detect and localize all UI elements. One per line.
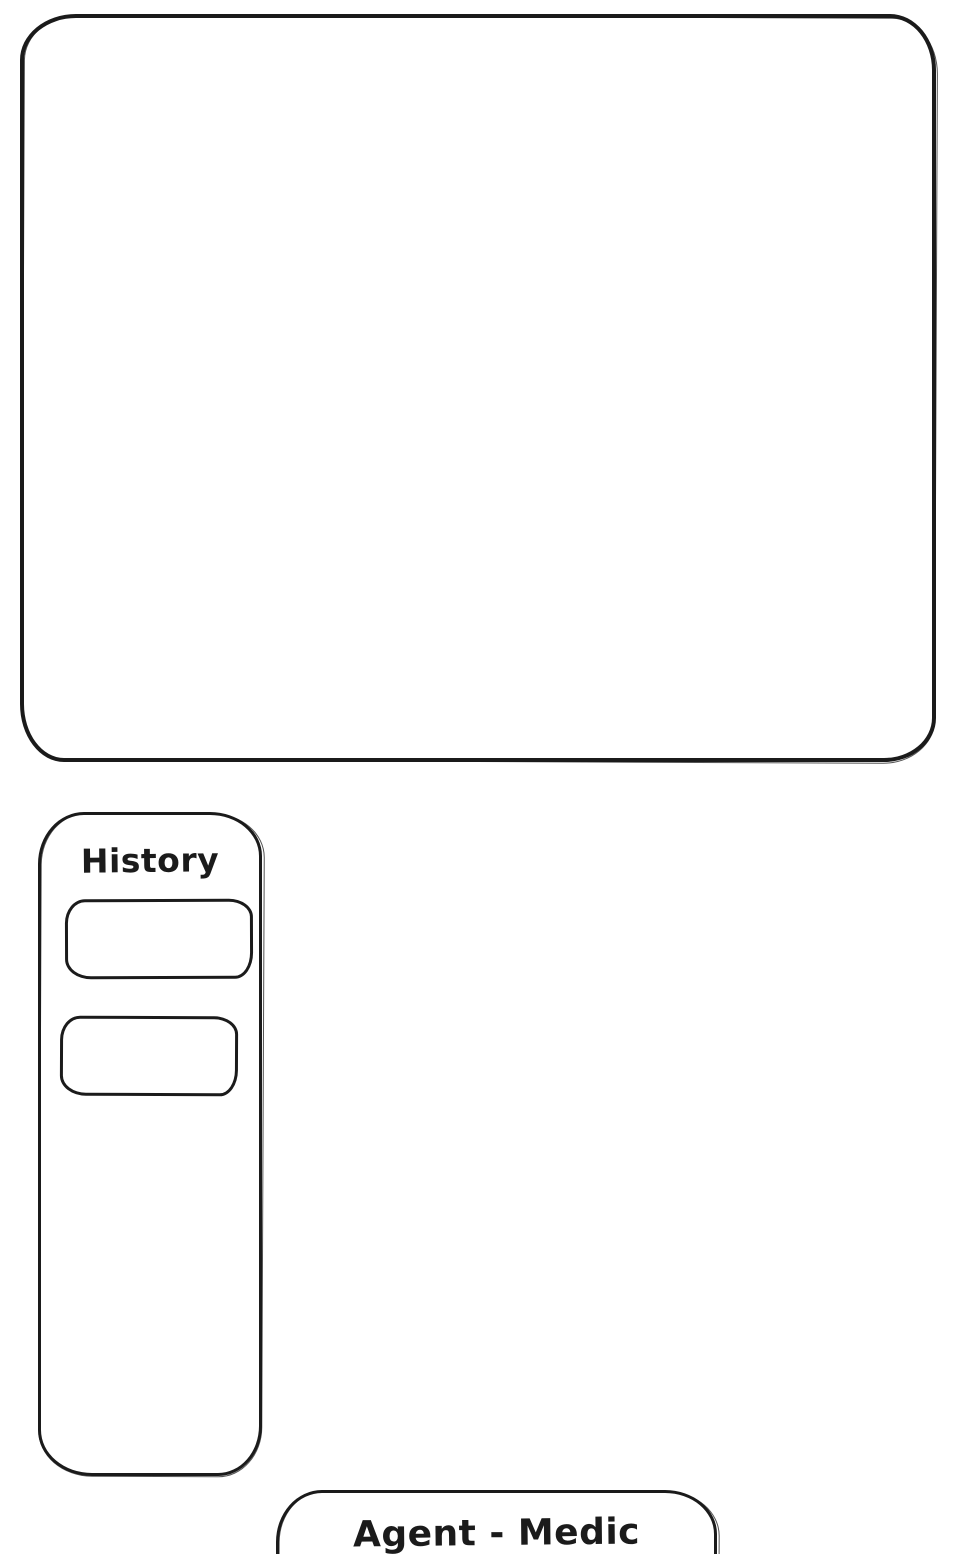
chat-panel: Agent - Medic Pls check the prescription…: [276, 1490, 717, 1554]
history-title: History: [80, 840, 220, 881]
history-panel: History: [38, 812, 262, 1476]
history-item[interactable]: [59, 1015, 239, 1097]
history-item[interactable]: [64, 898, 254, 980]
app-frame: [20, 14, 936, 762]
chat-title: Agent - Medic: [352, 1511, 641, 1554]
